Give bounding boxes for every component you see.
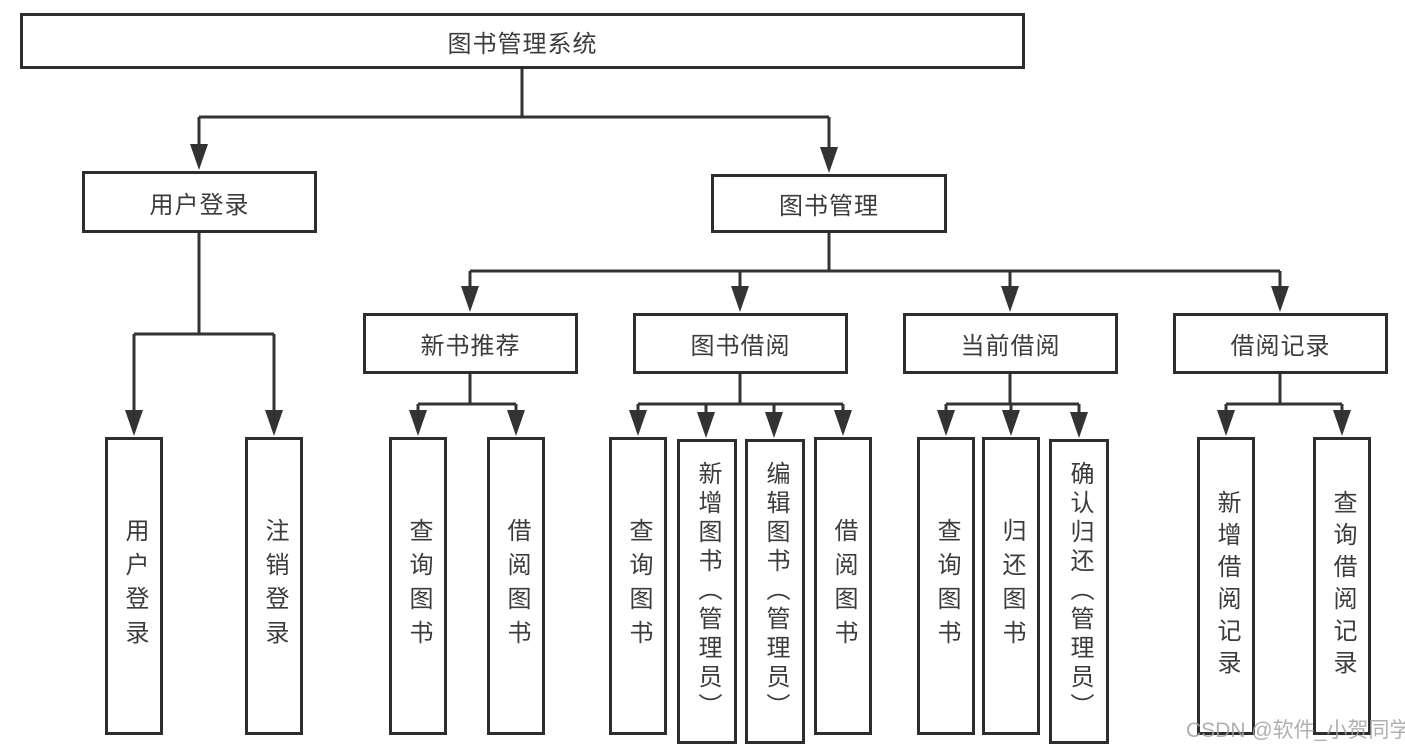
leaf-node-query-book: 查询图书 bbox=[389, 437, 447, 735]
leaf-node-logout: 注销登录 bbox=[245, 437, 303, 735]
leaf-node-query-book-3: 查询图书 bbox=[917, 437, 975, 735]
leaf-node-add-borrow-record: 新增借阅记录 bbox=[1197, 437, 1255, 735]
section-node-new-book-recommend: 新书推荐 bbox=[363, 313, 578, 374]
leaf-node-return-book: 归还图书 bbox=[982, 437, 1040, 735]
leaf-node-query-book-2: 查询图书 bbox=[609, 437, 667, 735]
leaf-node-edit-book-admin: 编辑图书（管理员） bbox=[745, 439, 805, 744]
leaf-node-borrow-book-2: 借阅图书 bbox=[814, 437, 872, 735]
arrowheads bbox=[125, 144, 1351, 438]
leaf-node-query-borrow-record: 查询借阅记录 bbox=[1313, 437, 1371, 735]
section-node-current-borrow: 当前借阅 bbox=[903, 313, 1118, 374]
section-node-book-borrow: 图书借阅 bbox=[633, 313, 848, 374]
section-node-borrow-record: 借阅记录 bbox=[1173, 313, 1388, 374]
leaf-node-confirm-return-admin: 确认归还（管理员） bbox=[1049, 439, 1109, 744]
branch-node-user-login: 用户登录 bbox=[82, 171, 317, 233]
branch-node-book-management: 图书管理 bbox=[711, 174, 947, 233]
leaf-node-user-login: 用户登录 bbox=[105, 437, 163, 735]
root-node-library-system: 图书管理系统 bbox=[20, 13, 1025, 69]
leaf-node-borrow-book: 借阅图书 bbox=[487, 437, 545, 735]
watermark: CSDN @软件_小贺同学 bbox=[1186, 719, 1405, 742]
leaf-node-add-book-admin: 新增图书（管理员） bbox=[677, 439, 737, 744]
